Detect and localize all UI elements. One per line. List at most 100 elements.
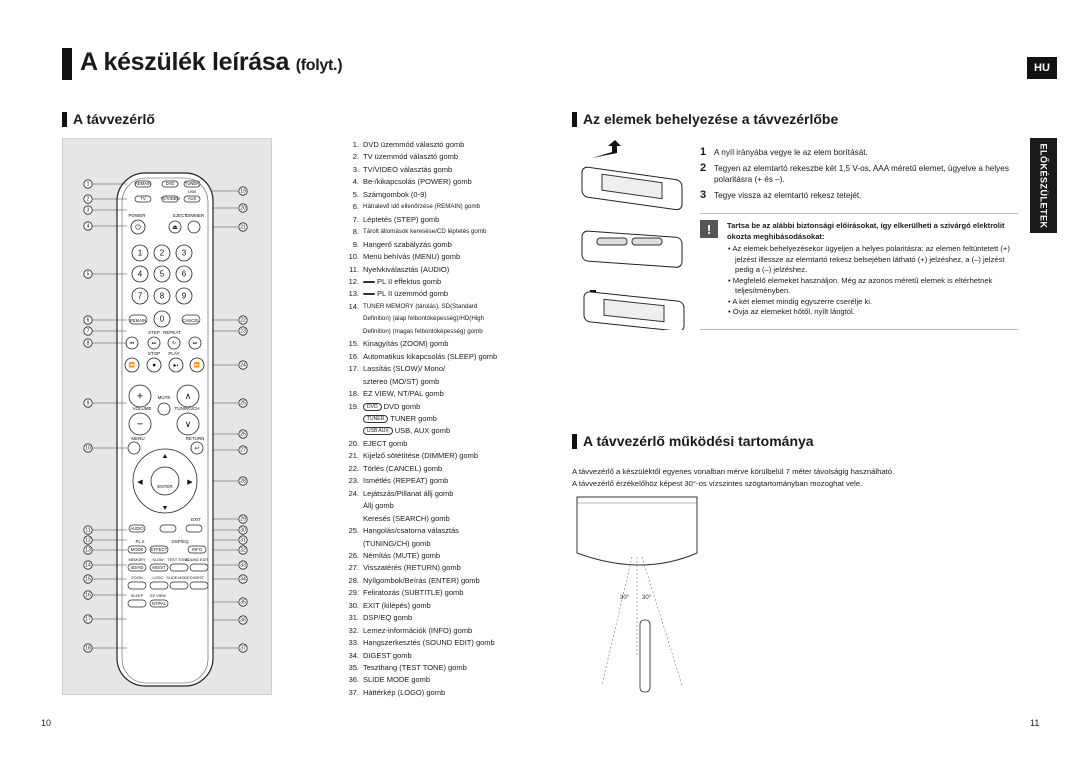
list-item: 20.EJECT gomb <box>348 438 408 448</box>
callout-number-15 <box>83 574 93 584</box>
callout-number-6-label: 6 <box>87 318 90 324</box>
remain-button-2-label: REMAIN <box>130 318 146 323</box>
zoom-label: ZOOM <box>131 576 142 580</box>
digit-button-3 <box>175 244 193 262</box>
tuner-button <box>183 180 201 188</box>
list-item: 36.SLIDE MODE gomb <box>348 675 431 685</box>
test-tone-label: TEST TONE <box>167 558 189 562</box>
page-number-left: 10 <box>41 718 52 728</box>
slide-mode-button <box>169 581 189 590</box>
callout-number-34-label: 34 <box>240 577 246 583</box>
play-label: PLAY <box>168 351 179 356</box>
volume-down-button-label: − <box>137 419 143 431</box>
step-button-label: ⏭ <box>152 341 157 347</box>
callout-number-22 <box>238 315 248 325</box>
dimmer-button <box>187 220 201 234</box>
volume-label: VOLUME <box>132 406 151 411</box>
callout-number-23 <box>238 326 248 336</box>
sd-hd-button <box>127 563 147 572</box>
mute-label: MUTE <box>158 395 171 400</box>
tv-button <box>134 195 152 203</box>
repeat-button <box>167 336 181 350</box>
callout-number-27-label: 27 <box>240 448 246 454</box>
digit-button-7 <box>131 287 149 305</box>
list-item: 8.Tárolt állomások keresése/CD léptetés … <box>352 227 487 237</box>
title-suffix: (folyt.) <box>295 57 343 74</box>
power-button <box>130 219 146 235</box>
aux-button-label: AUX <box>188 196 197 201</box>
sleep-button <box>127 599 147 608</box>
callout-number-7-label: 7 <box>87 329 90 335</box>
digit-button-5 <box>153 265 171 283</box>
dvd-button <box>161 180 179 188</box>
callout-number-17 <box>83 614 93 624</box>
callout-number-31-label: 31 <box>240 538 246 544</box>
callout-number-33 <box>238 560 248 570</box>
sd-hd-button-label: SD/HD <box>130 565 143 570</box>
ez-view-label: EZ VIEW <box>150 594 166 598</box>
callout-number-6 <box>83 315 93 325</box>
repeat-button-label: ↻ <box>172 341 176 347</box>
battery-icon <box>631 237 663 246</box>
callout-number-10 <box>83 443 93 453</box>
step-button <box>147 336 161 350</box>
tuner-button-label: TUNER <box>185 181 199 186</box>
callout-number-7 <box>83 326 93 336</box>
next-button-label: ⏭ <box>193 341 198 347</box>
stop-button-label: ■ <box>152 363 155 369</box>
callout-number-12-label: 12 <box>85 538 91 544</box>
callout-number-8-label: 8 <box>87 341 90 347</box>
callout-number-33-label: 33 <box>240 563 246 569</box>
list-item: 34.DIGEST gomb <box>348 650 412 660</box>
callout-number-25-label: 25 <box>240 401 246 407</box>
callout-number-11-label: 11 <box>85 528 90 534</box>
list-item: 9.Hangerő szabályzás gomb <box>352 239 452 249</box>
list-item: Definition) (magas felbontóképesség) gom… <box>363 327 483 335</box>
list-item: 33.Hangszerkesztés (SOUND EDIT) gomb <box>348 638 495 648</box>
list-item: 4.Be-/kikapcsolás (POWER) gomb <box>352 177 472 187</box>
arrow-right-icon: ▶ <box>187 479 193 486</box>
exit-label: EXIT <box>191 517 201 522</box>
callout-number-2 <box>83 194 93 204</box>
enter-label: ENTER <box>157 484 173 489</box>
callout-number-20-label: 20 <box>240 206 246 212</box>
list-item: 15.Kinagyítás (ZOOM) gomb <box>348 339 449 349</box>
arrow-up-icon <box>592 140 621 158</box>
range-illustration: 30° 30° <box>576 496 698 693</box>
return-label: RETURN <box>186 436 205 441</box>
arrow-up-icon: ▲ <box>162 453 169 460</box>
forward-button-label: ⏩ <box>194 362 200 369</box>
list-item: 31.DSP/EQ gomb <box>348 613 413 623</box>
list-item: 28.Nyílgombok/Beírás (ENTER) gomb <box>348 575 480 585</box>
digit-button-0 <box>153 310 171 328</box>
return-button-label: ↩ <box>194 446 199 452</box>
callout-number-8 <box>83 338 93 348</box>
callout-number-20 <box>238 203 248 213</box>
callout-number-26 <box>238 429 248 439</box>
mo-st-button-label: MO/ST <box>152 565 166 570</box>
digit-button-2-label: 2 <box>160 249 165 258</box>
list-item: 16.Automatikus kikapcsolás (SLEEP) gomb <box>348 351 498 361</box>
rewind-button <box>124 357 140 373</box>
callout-number-34 <box>238 574 248 584</box>
list-item: 18.EZ VIEW, NT/PAL gomb <box>348 389 444 399</box>
effect-button <box>149 545 169 554</box>
return-button <box>190 441 204 455</box>
callout-number-17-label: 17 <box>85 617 91 623</box>
list-item: 2.TV üzemmód választó gomb <box>352 152 459 162</box>
callout-number-24-label: 24 <box>240 363 246 369</box>
callout-number-16 <box>83 590 93 600</box>
callout-number-35 <box>238 597 248 607</box>
page-title: A készülék leírása (folyt.) <box>80 48 343 77</box>
remain-button-label: REMAIN <box>135 181 151 186</box>
menu-label: MENU <box>131 436 144 441</box>
list-item: 26.Némítás (MUTE) gomb <box>348 550 441 560</box>
language-badge: HU <box>1027 57 1057 79</box>
tuner-chip-icon: TUNER <box>363 414 389 423</box>
cancel-button-label: CANCEL <box>183 318 201 323</box>
section-title-range: A távvezérlő működési tartománya <box>583 433 814 449</box>
callout-number-30 <box>238 525 248 535</box>
